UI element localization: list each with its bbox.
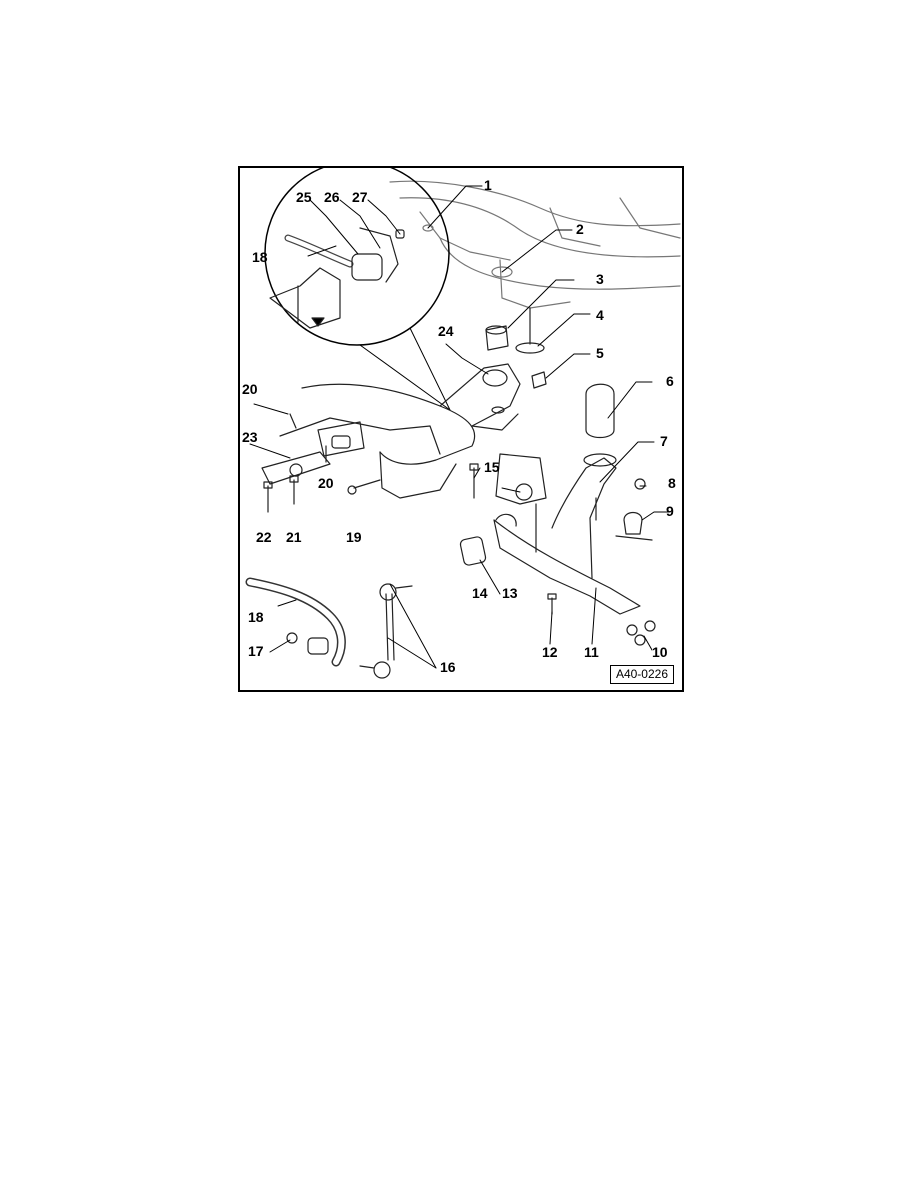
callout-20-lower: 20 bbox=[318, 475, 334, 491]
control-arm bbox=[459, 453, 656, 646]
callout-11: 11 bbox=[584, 644, 599, 660]
callout-2: 2 bbox=[576, 221, 584, 237]
callout-3: 3 bbox=[596, 271, 604, 287]
callout-5: 5 bbox=[596, 345, 604, 361]
callout-24: 24 bbox=[438, 323, 454, 339]
stabilizer-bar bbox=[245, 577, 413, 679]
subframe-bolts bbox=[263, 413, 479, 513]
figure-code-label: A40-0226 bbox=[609, 665, 674, 684]
callout-7: 7 bbox=[660, 433, 668, 449]
callout-20-upper: 20 bbox=[242, 381, 258, 397]
callout-15: 15 bbox=[484, 459, 500, 475]
callout-21: 21 bbox=[286, 529, 302, 545]
suspension-exploded-drawing bbox=[245, 168, 681, 679]
body-floor-pan bbox=[389, 180, 681, 309]
subframe bbox=[261, 363, 521, 499]
callout-12: 12 bbox=[542, 644, 558, 660]
callout-4: 4 bbox=[596, 307, 604, 323]
callout-25: 25 bbox=[296, 189, 312, 205]
callout-23: 23 bbox=[242, 429, 258, 445]
callout-17: 17 bbox=[248, 643, 264, 659]
callout-9: 9 bbox=[666, 503, 674, 519]
stabilizer-mount-detail bbox=[264, 168, 451, 411]
callout-18-bar: 18 bbox=[248, 609, 264, 625]
callout-27: 27 bbox=[352, 189, 368, 205]
callout-8: 8 bbox=[668, 475, 676, 491]
callout-10: 10 bbox=[652, 644, 668, 660]
subframe-mount-parts bbox=[485, 307, 617, 467]
callout-13: 13 bbox=[502, 585, 518, 601]
exploded-view-figure: 1 2 3 4 5 6 7 8 9 10 11 12 13 14 15 16 1… bbox=[238, 166, 684, 692]
callout-22: 22 bbox=[256, 529, 272, 545]
callout-19: 19 bbox=[346, 529, 362, 545]
callout-1: 1 bbox=[484, 177, 492, 193]
callout-18-detail: 18 bbox=[252, 249, 268, 265]
callout-6: 6 bbox=[666, 373, 674, 389]
callout-16: 16 bbox=[440, 659, 456, 675]
leader-lines bbox=[249, 185, 671, 669]
callout-14: 14 bbox=[472, 585, 488, 601]
callout-26: 26 bbox=[324, 189, 340, 205]
